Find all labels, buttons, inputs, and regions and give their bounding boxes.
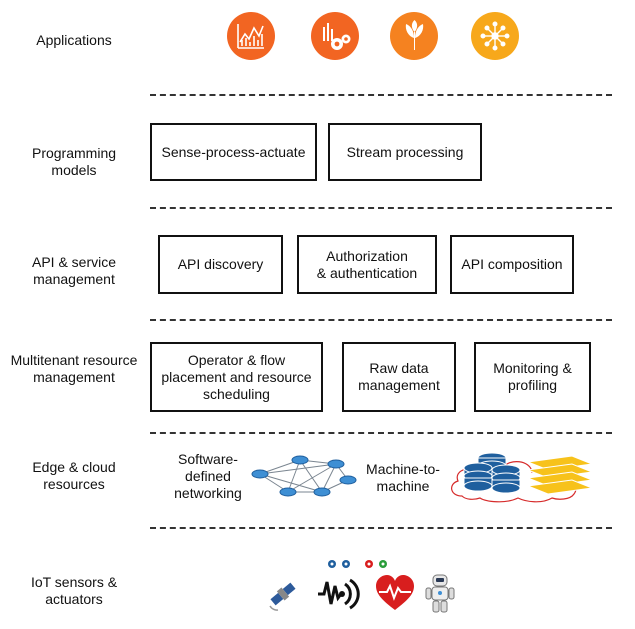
wave-signal-icon (318, 578, 360, 610)
agriculture-plant-icon (390, 12, 438, 60)
layer-label-resource-mgmt: Multitenant resource management (10, 352, 138, 385)
box-api-composition: API composition (450, 235, 574, 294)
box-operator-flow-placement: Operator & flow placement and resource s… (150, 342, 323, 412)
box-authorization-authentication: Authorization & authentication (297, 235, 437, 294)
layer-label-applications: Applications (36, 32, 112, 48)
layer-divider (150, 527, 612, 529)
analytics-chart-icon (227, 12, 275, 60)
robot-icon (425, 574, 455, 613)
layer-label-programming-models: Programming models (31, 145, 117, 178)
layer-label-iot: IoT sensors & actuators (30, 574, 118, 607)
box-monitoring-profiling: Monitoring & profiling (474, 342, 591, 412)
heartbeat-icon (376, 575, 414, 610)
layer-divider (150, 94, 612, 96)
box-raw-data-management: Raw data management (342, 342, 456, 412)
layer-divider (150, 319, 612, 321)
layer-label-api-service: API & service management (31, 254, 117, 287)
box-api-discovery: API discovery (158, 235, 283, 294)
layer-divider (150, 432, 612, 434)
box-stream-processing: Stream processing (328, 123, 482, 181)
industrial-gears-icon (311, 12, 359, 60)
layer-label-edge-cloud: Edge & cloud resources (32, 459, 116, 492)
network-graph-icon (251, 455, 357, 497)
cloud-database-icon (451, 452, 594, 503)
network-hub-icon (471, 12, 519, 60)
layer-divider (150, 207, 612, 209)
sdn-label: Software- defined networking (174, 451, 242, 501)
gears-cluster-icon (328, 560, 387, 568)
box-sense-process-actuate: Sense-process-actuate (150, 123, 317, 181)
satellite-icon (269, 582, 296, 611)
m2m-label: Machine-to- machine (366, 461, 440, 494)
